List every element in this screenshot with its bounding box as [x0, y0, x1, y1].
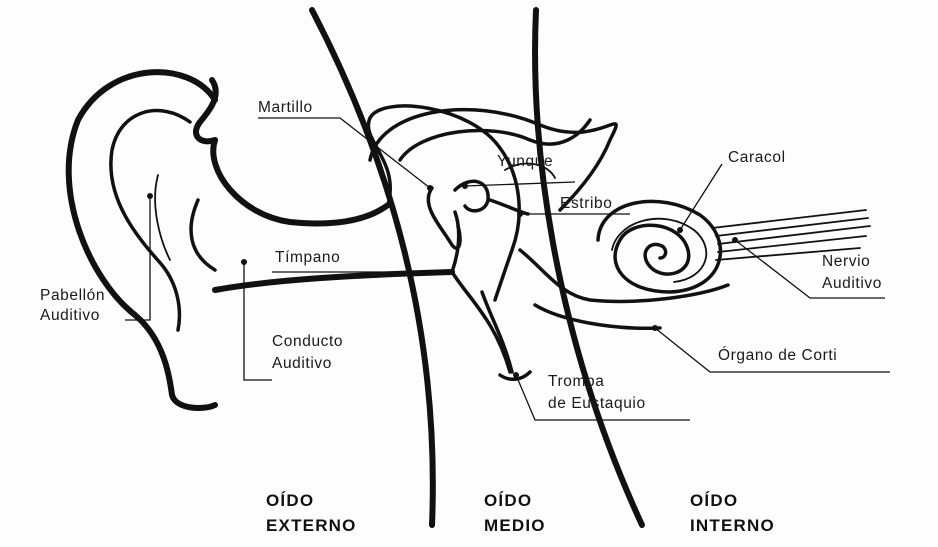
- label-pabellon-line1: Pabellón: [40, 287, 105, 304]
- region-interno-line2: INTERNO: [690, 516, 775, 535]
- eustachian-tube: [482, 292, 530, 379]
- middle-ear-right-wall: [495, 148, 519, 300]
- pinna-antihelix: [155, 175, 170, 260]
- label-conducto-line2: Auditivo: [272, 355, 332, 372]
- stirrup-bone: [490, 200, 528, 214]
- region-externo-line1: OÍDO: [266, 491, 314, 510]
- tympanic-membrane: [452, 212, 459, 272]
- label-organo-corti: Órgano de Corti: [718, 347, 837, 364]
- divider-middle-inner: [535, 10, 642, 525]
- label-timpano: Tímpano: [275, 249, 340, 266]
- cochlea-outer: [598, 201, 720, 292]
- region-medio-line1: OÍDO: [484, 491, 532, 510]
- label-caracol: Caracol: [728, 149, 786, 166]
- label-yunque: Yunque: [497, 153, 553, 170]
- label-nervio-line2: Auditivo: [822, 275, 882, 292]
- middle-ear-floor: [452, 272, 510, 372]
- label-martillo: Martillo: [258, 99, 313, 116]
- ear-canal-loop: [191, 200, 215, 270]
- label-estribo: Estribo: [560, 195, 612, 212]
- label-trompa-line2: de Eustaquio: [548, 395, 646, 412]
- auditory-nerve-3: [718, 226, 870, 244]
- region-externo-line2: EXTERNO: [266, 516, 357, 535]
- label-trompa-line1: Trompa: [548, 373, 604, 390]
- auditory-nerve-1: [712, 210, 866, 228]
- divider-outer-middle: [312, 10, 433, 525]
- auditory-nerve-2: [716, 218, 868, 236]
- region-medio-line2: MEDIO: [484, 516, 546, 535]
- vestibule-bottom: [535, 305, 660, 328]
- ear-canal-lower: [215, 272, 452, 290]
- region-interno-line1: OÍDO: [690, 491, 738, 510]
- label-nervio-line1: Nervio: [822, 253, 870, 270]
- ear-canal-upper: [213, 140, 388, 223]
- label-pabellon-line2: Auditivo: [40, 307, 100, 324]
- label-conducto-line1: Conducto: [272, 333, 343, 350]
